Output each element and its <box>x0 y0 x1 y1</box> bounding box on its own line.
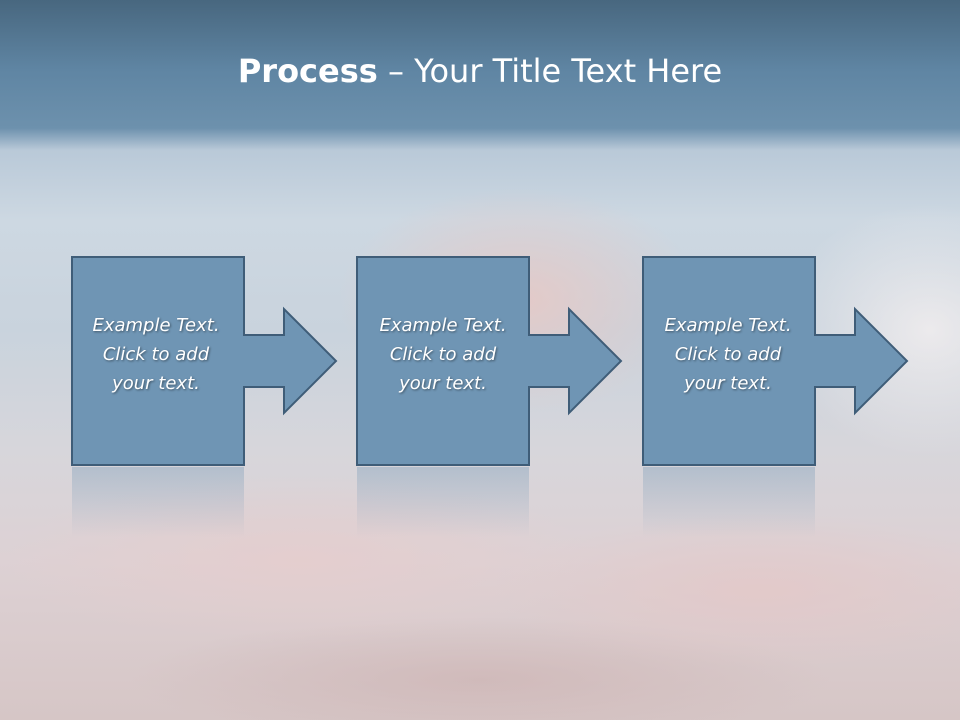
step-1-line-2: Click to add <box>102 344 210 365</box>
step-2-line-3: your text. <box>399 373 487 394</box>
step-3-reflection <box>643 467 815 537</box>
step-3-line-3: your text. <box>684 373 772 394</box>
title-rest: – Your Title Text Here <box>377 52 723 90</box>
step-2-text[interactable]: Example Text. Click to add your text. <box>357 311 529 398</box>
step-1-line-1: Example Text. <box>92 315 220 336</box>
step-1-arrow-box[interactable] <box>71 256 338 466</box>
step-2-line-2: Click to add <box>389 344 497 365</box>
step-2-reflection <box>357 467 529 537</box>
step-2-arrow-box[interactable] <box>356 256 623 466</box>
step-3-text[interactable]: Example Text. Click to add your text. <box>642 311 814 398</box>
step-3-arrow-box[interactable] <box>642 256 909 466</box>
step-3-line-1: Example Text. <box>664 315 792 336</box>
slide-title[interactable]: Process – Your Title Text Here <box>0 52 960 90</box>
title-bold: Process <box>237 52 378 90</box>
step-1-line-3: your text. <box>112 373 200 394</box>
step-3-line-2: Click to add <box>674 344 782 365</box>
step-2-line-1: Example Text. <box>379 315 507 336</box>
step-1-text[interactable]: Example Text. Click to add your text. <box>70 311 242 398</box>
step-1-reflection <box>72 467 244 537</box>
